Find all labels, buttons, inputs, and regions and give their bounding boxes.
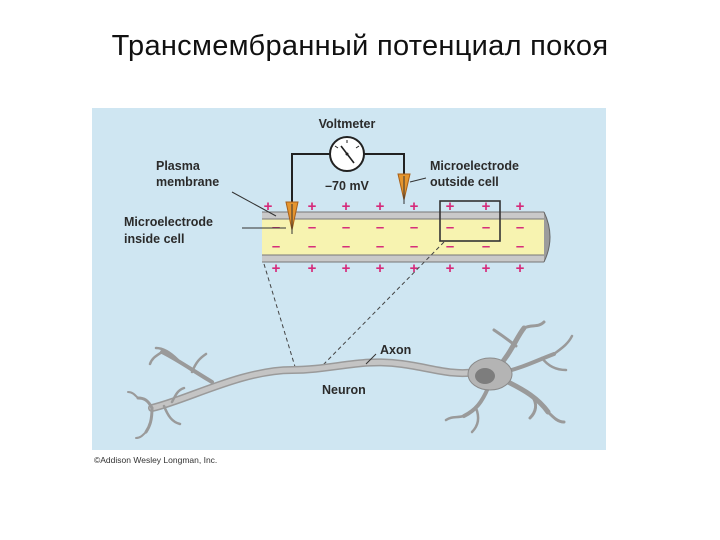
microelectrode-outside-icon xyxy=(397,173,411,204)
outside-charge: + xyxy=(376,198,385,215)
axon-segment xyxy=(262,211,551,263)
outside-charge: + xyxy=(516,260,525,277)
outside-charge: + xyxy=(482,260,491,277)
inside-charge: – xyxy=(342,219,350,236)
microelectrode-inside-label-line1: Microelectrode xyxy=(124,215,213,229)
outside-charge: + xyxy=(376,260,385,277)
inside-charge: – xyxy=(342,238,350,255)
figure-svg: + + + + + + + + – – – – – – – – – – – – … xyxy=(124,117,574,439)
zoom-line-left xyxy=(263,263,297,371)
outside-electrode-leader xyxy=(409,177,427,183)
axon-label: Axon xyxy=(380,343,411,357)
outside-charge: + xyxy=(264,198,273,215)
voltmeter-wire-outside xyxy=(364,153,405,176)
inside-charge: – xyxy=(446,219,454,236)
inside-charge: – xyxy=(376,238,384,255)
plasma-membrane-label-line2: membrane xyxy=(156,175,219,189)
microelectrode-outside-label-line2: outside cell xyxy=(430,175,499,189)
inside-charge: – xyxy=(308,238,316,255)
neuron-illustration xyxy=(127,320,574,439)
outside-charge: + xyxy=(342,198,351,215)
inside-charge: – xyxy=(376,219,384,236)
copyright-notice: ©Addison Wesley Longman, Inc. xyxy=(94,455,218,465)
inside-charge: – xyxy=(516,219,524,236)
inside-charge: – xyxy=(482,238,490,255)
outside-charge: + xyxy=(272,260,281,277)
microelectrode-outside-label-line1: Microelectrode xyxy=(430,159,519,173)
membrane-potential-figure: + + + + + + + + – – – – – – – – – – – – … xyxy=(92,108,606,450)
inside-charge: – xyxy=(272,238,280,255)
voltmeter-reading: –70 mV xyxy=(325,179,369,193)
inside-charge: – xyxy=(516,238,524,255)
outside-charge: + xyxy=(308,198,317,215)
voltmeter-label: Voltmeter xyxy=(319,117,376,131)
outside-charge: + xyxy=(410,260,419,277)
axon-leader xyxy=(365,353,377,365)
outside-charge: + xyxy=(308,260,317,277)
inside-charge: – xyxy=(482,219,490,236)
plasma-membrane-leader xyxy=(231,191,277,217)
inside-charge: – xyxy=(446,238,454,255)
neuron-label: Neuron xyxy=(322,383,366,397)
microelectrode-inside-icon xyxy=(285,201,299,234)
outside-charge: + xyxy=(342,260,351,277)
inside-charge: – xyxy=(410,238,418,255)
neuron-nucleus xyxy=(475,368,495,384)
voltmeter-wire-inside xyxy=(291,153,330,204)
outside-charge: + xyxy=(446,198,455,215)
zoom-line-right xyxy=(321,241,445,367)
outside-charge: + xyxy=(516,198,525,215)
voltmeter-icon xyxy=(329,136,365,172)
slide-title: Трансмембранный потенциал покоя xyxy=(111,30,609,62)
inside-charge: – xyxy=(410,219,418,236)
outside-charge: + xyxy=(482,198,491,215)
zoom-highlight-box xyxy=(439,200,501,242)
microelectrode-inside-label-line2: inside cell xyxy=(124,232,184,246)
outside-charge: + xyxy=(446,260,455,277)
plasma-membrane-label-line1: Plasma xyxy=(156,159,201,173)
inside-charge: – xyxy=(308,219,316,236)
outside-charge: + xyxy=(410,198,419,215)
